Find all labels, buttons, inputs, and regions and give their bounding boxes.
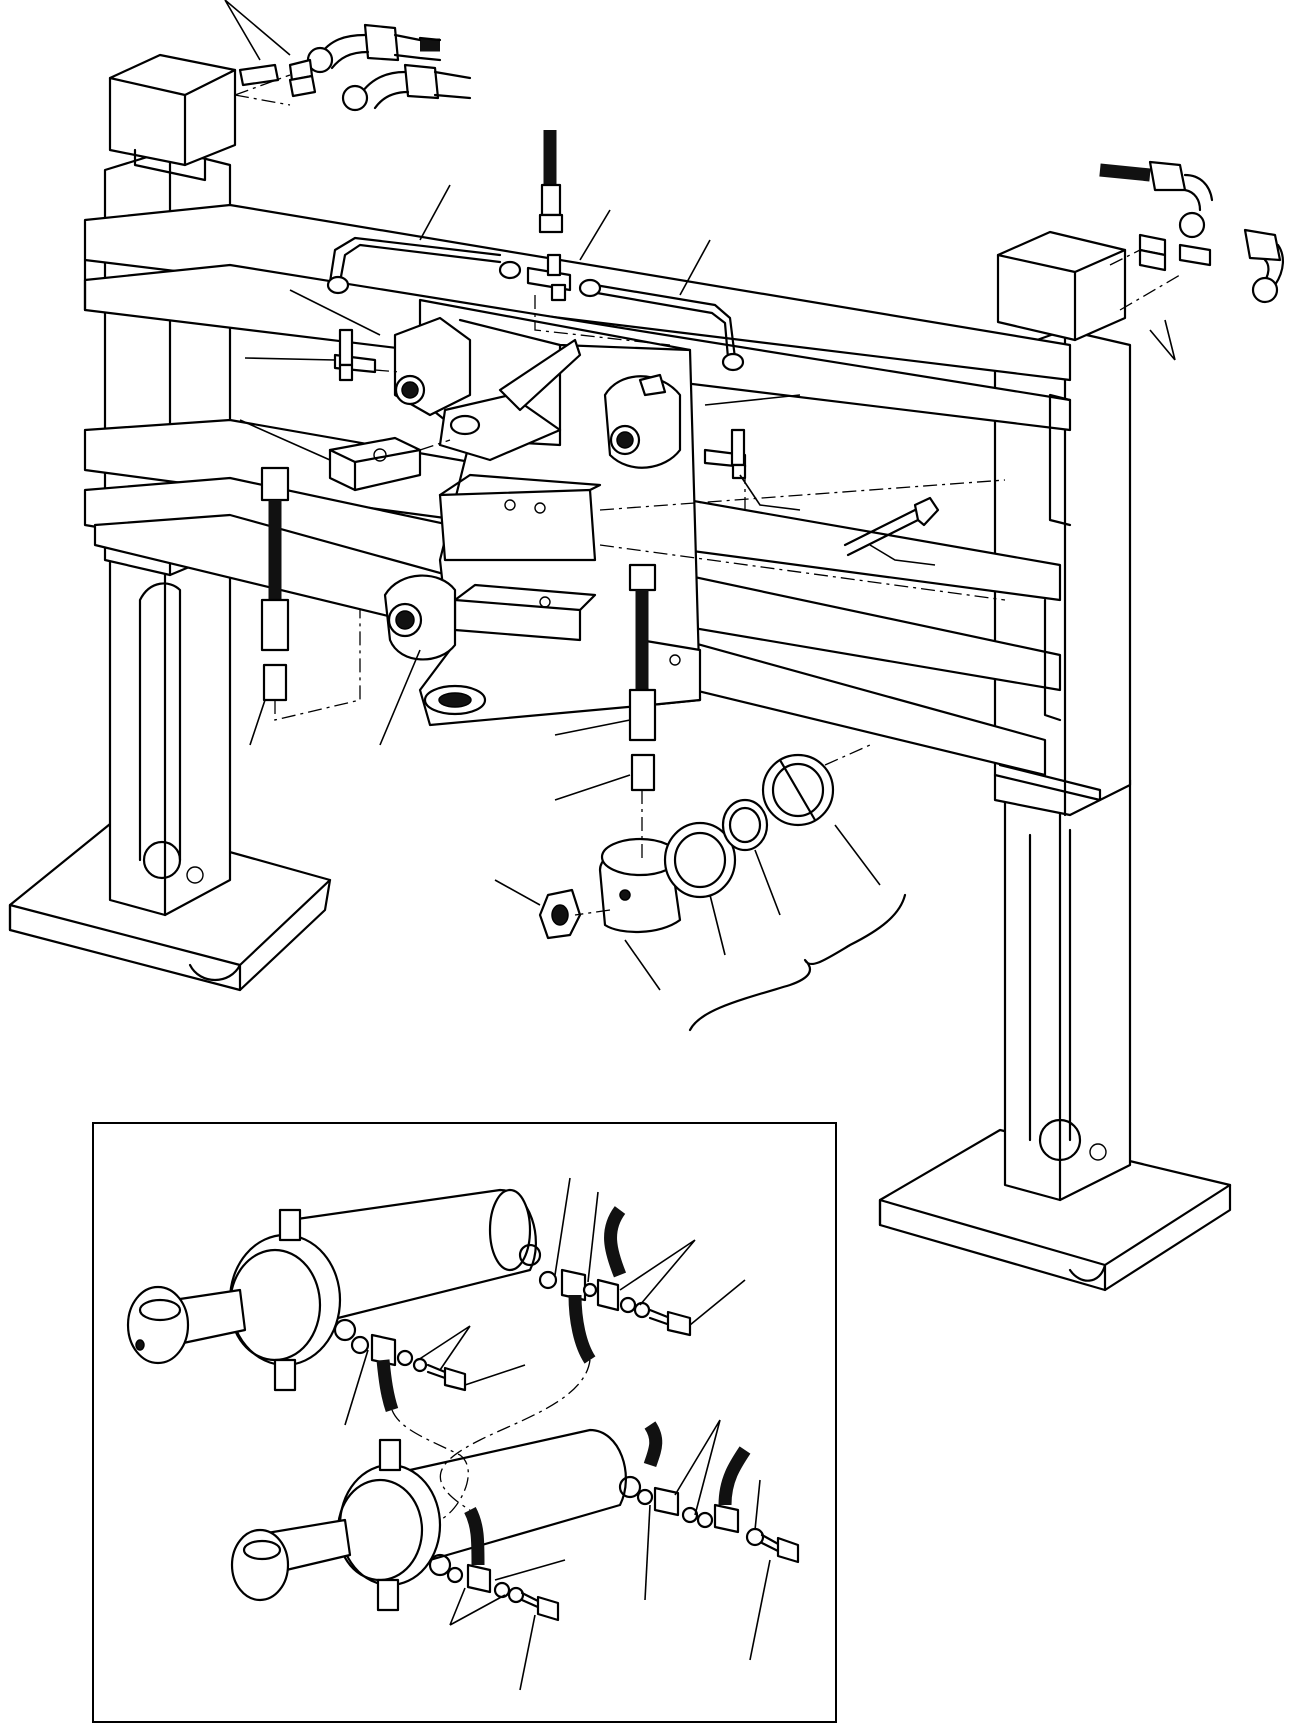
clamp-block <box>328 436 422 492</box>
tee-fitting-center <box>526 253 572 302</box>
right-stabilizer-leg <box>878 230 1232 1292</box>
long-bolt <box>843 496 940 557</box>
tee-fitting-left <box>333 328 377 382</box>
upper-cylinder <box>126 1188 542 1392</box>
upper-hose-right-2 <box>1178 228 1284 304</box>
inset-connection-lines <box>391 1359 591 1521</box>
vertical-hose-left <box>260 466 290 702</box>
bushing-kit <box>538 753 907 1032</box>
leader-lines <box>224 0 1176 991</box>
inset-frame <box>92 1122 837 1723</box>
tee-fitting-right <box>703 428 747 480</box>
top-hose <box>538 130 564 234</box>
hydraulic-pipe-left <box>326 236 522 295</box>
centerlines <box>234 74 1181 916</box>
lower-cylinder <box>230 1428 642 1612</box>
upper-hose-right <box>1099 160 1214 272</box>
inset-leader-lines <box>344 1177 771 1691</box>
vertical-hose-center <box>628 563 657 792</box>
banjo-fittings <box>350 1206 800 1622</box>
upper-hose-left-2 <box>288 63 472 112</box>
hydraulic-pipe-right <box>578 278 745 372</box>
upper-hose-left <box>238 23 442 87</box>
